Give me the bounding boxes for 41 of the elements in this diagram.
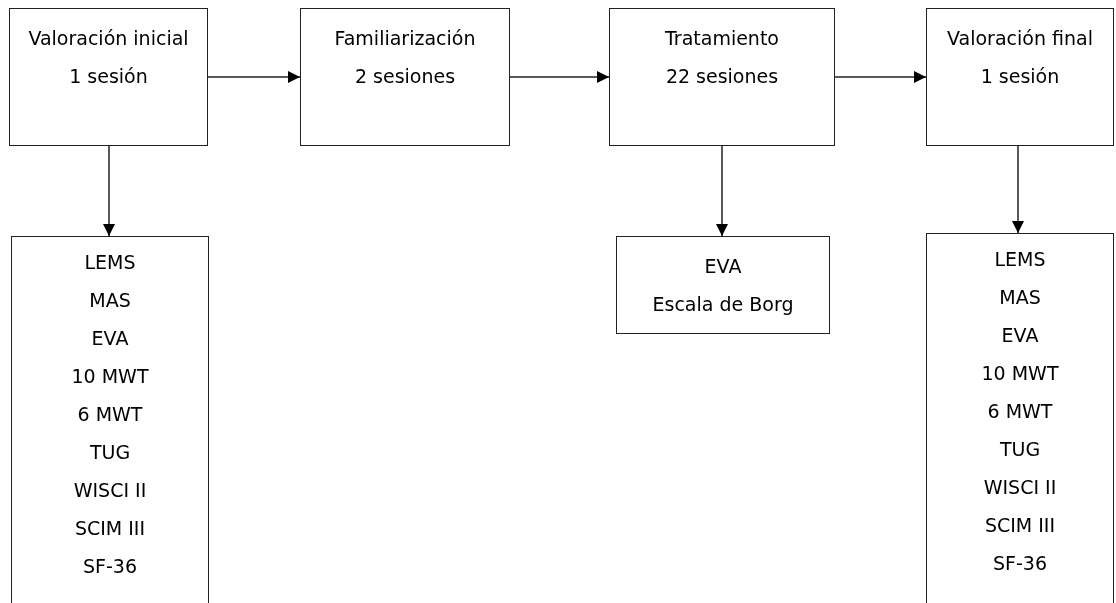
- box-text: LEMS: [84, 250, 136, 275]
- box-text: EVA: [91, 326, 129, 351]
- arrow: [207, 71, 301, 83]
- box-text: MAS: [89, 288, 131, 313]
- process-box: [926, 8, 1114, 146]
- process-box: [300, 8, 510, 146]
- process-box: [609, 8, 835, 146]
- box-text: Tratamiento: [665, 26, 779, 51]
- box-text: WISCI II: [983, 475, 1057, 500]
- process-box: [616, 236, 830, 334]
- box-text: EVA: [704, 254, 742, 279]
- box-text: SF-36: [993, 551, 1047, 576]
- arrow: [716, 145, 728, 237]
- list-box: [11, 236, 209, 603]
- box-text: SF-36: [83, 554, 137, 579]
- box-text: Familiarización: [334, 26, 476, 51]
- arrow: [1012, 145, 1024, 234]
- list-box: [926, 233, 1114, 603]
- process-box: [9, 8, 208, 146]
- arrow: [834, 71, 927, 83]
- box-text: SCIM III: [74, 516, 146, 541]
- box-text: EVA: [1001, 323, 1039, 348]
- box-text: TUG: [999, 437, 1041, 462]
- arrow: [509, 71, 610, 83]
- box-text: 6 MWT: [77, 402, 143, 427]
- box-text: 2 sesiones: [354, 64, 456, 89]
- box-text: TUG: [89, 440, 131, 465]
- box-text: 1 sesión: [980, 64, 1060, 89]
- box-text: Valoración inicial: [28, 26, 189, 51]
- arrow: [103, 145, 115, 237]
- box-text: 1 sesión: [69, 64, 148, 89]
- box-text: Escala de Borg: [652, 292, 794, 317]
- box-text: 22 sesiones: [665, 64, 779, 89]
- box-text: 10 MWT: [71, 364, 149, 389]
- box-text: LEMS: [994, 247, 1046, 272]
- box-text: WISCI II: [73, 478, 147, 503]
- box-text: Valoración final: [947, 26, 1093, 51]
- box-text: MAS: [999, 285, 1041, 310]
- box-text: 10 MWT: [981, 361, 1059, 386]
- box-text: SCIM III: [984, 513, 1056, 538]
- box-text: 6 MWT: [987, 399, 1053, 424]
